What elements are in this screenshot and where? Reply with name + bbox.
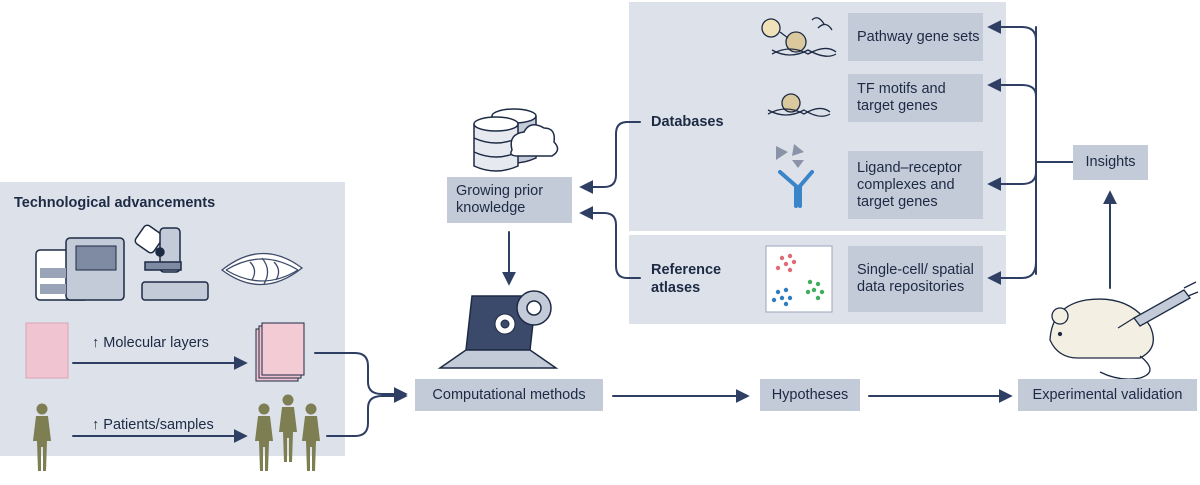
atlas-scatter-icon [765, 245, 833, 313]
insights-to-tf-arrow [987, 78, 1037, 97]
ligand-receptor-box: Ligand–receptor complexes and target gen… [848, 151, 983, 219]
databases-to-prior-arrow [579, 121, 641, 194]
insights-to-ligand-arrow [987, 171, 1037, 191]
microscope-icon [134, 224, 209, 301]
insights-to-atlas-arrow [987, 261, 1037, 285]
databases-label: Databases [651, 114, 724, 130]
insights-box: Insights [1073, 145, 1148, 180]
hypotheses-box: Hypotheses [760, 379, 860, 411]
insights-to-pathway-arrow [987, 20, 1037, 41]
technological-advancements-title: Technological advancements [14, 195, 216, 211]
gear-icon [494, 313, 516, 335]
atlases-to-prior-arrow [579, 206, 641, 279]
cloud-icon [510, 124, 559, 157]
sequencer-icon [35, 237, 125, 301]
insights-bracket [1035, 26, 1075, 275]
patients-group-icon [255, 394, 320, 471]
tf-motif-icon [767, 93, 831, 117]
prior-knowledge-box: Growing prior knowledge [447, 177, 572, 223]
patients-to-methods-arrow [326, 389, 408, 437]
molecular-sample-icon [25, 322, 69, 379]
ligand-receptor-icon [776, 144, 814, 208]
experimental-validation-box: Experimental validation [1018, 379, 1197, 411]
syringe-icon [1117, 281, 1199, 329]
mouse-icon [1049, 298, 1154, 380]
gear-icon [516, 290, 552, 326]
pathway-icon [761, 17, 837, 57]
patients-samples-label: ↑ Patients/samples [92, 417, 214, 433]
single-cell-repositories-box: Single-cell/ spatial data repositories [848, 246, 983, 312]
molecular-layers-label: ↑ Molecular layers [92, 335, 209, 351]
computational-methods-box: Computational methods [415, 379, 603, 411]
molecular-to-methods-arrow [314, 352, 408, 401]
molecular-layers-icon [255, 322, 305, 382]
tissue-icon [220, 252, 304, 286]
pathway-gene-sets-box: Pathway gene sets [848, 13, 983, 61]
reference-atlases-label: Reference atlases [651, 262, 722, 296]
patient-icon [33, 403, 51, 471]
tf-motifs-box: TF motifs and target genes [848, 74, 983, 122]
